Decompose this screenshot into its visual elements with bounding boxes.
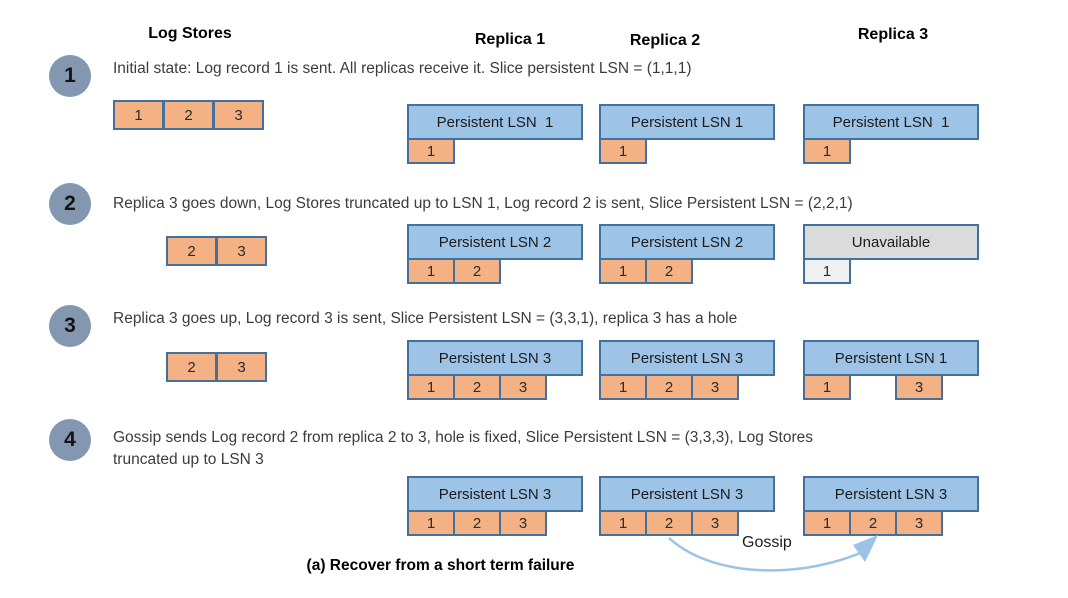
log-record: 3 bbox=[499, 374, 547, 400]
column-header-replica-3: Replica 3 bbox=[857, 26, 929, 43]
log-store-cell: 2 bbox=[163, 100, 214, 130]
log-record: 1 bbox=[407, 138, 455, 164]
log-record: 1 bbox=[599, 374, 647, 400]
replica-3-unavailable-box: Unavailable bbox=[803, 224, 979, 260]
log-record: 1 bbox=[599, 138, 647, 164]
log-record-unavailable: 1 bbox=[803, 258, 851, 284]
log-store-cell: 2 bbox=[166, 236, 217, 266]
replica-1-lsn-box: Persistent LSN 1 bbox=[407, 104, 583, 140]
log-record: 1 bbox=[599, 258, 647, 284]
step-1-description: Initial state: Log record 1 is sent. All… bbox=[113, 58, 692, 80]
log-record: 3 bbox=[691, 374, 739, 400]
gossip-arrow-label: Gossip bbox=[742, 534, 792, 551]
column-header-replica-2: Replica 2 bbox=[629, 32, 701, 49]
step-4-description-line: Gossip sends Log record 2 from replica 2… bbox=[113, 429, 813, 446]
replica-3-lsn-box: Persistent LSN 1 bbox=[803, 340, 979, 376]
log-record: 1 bbox=[803, 374, 851, 400]
replica-1-lsn-box: Persistent LSN 3 bbox=[407, 476, 583, 512]
step-1-description-line: Initial state: Log record 1 is sent. All… bbox=[113, 60, 692, 77]
log-record: 3 bbox=[895, 510, 943, 536]
step-3-description-line: Replica 3 goes up, Log record 3 is sent,… bbox=[113, 310, 738, 327]
replica-1-lsn-box: Persistent LSN 2 bbox=[407, 224, 583, 260]
step-1-badge: 1 bbox=[49, 55, 91, 97]
step-2-badge: 2 bbox=[49, 183, 91, 225]
log-record: 2 bbox=[849, 510, 897, 536]
step-2-description-line: Replica 3 goes down, Log Stores truncate… bbox=[113, 195, 853, 212]
log-record: 3 bbox=[691, 510, 739, 536]
log-record: 2 bbox=[645, 258, 693, 284]
step-4-badge: 4 bbox=[49, 419, 91, 461]
log-record: 3 bbox=[499, 510, 547, 536]
log-record: 2 bbox=[453, 258, 501, 284]
log-record: 2 bbox=[453, 510, 501, 536]
step-2-description: Replica 3 goes down, Log Stores truncate… bbox=[113, 193, 853, 215]
log-record: 1 bbox=[599, 510, 647, 536]
log-record: 1 bbox=[407, 374, 455, 400]
replica-1-lsn-box: Persistent LSN 3 bbox=[407, 340, 583, 376]
log-record: 2 bbox=[645, 510, 693, 536]
log-store-cell: 1 bbox=[113, 100, 164, 130]
column-header-log-stores: Log Stores bbox=[148, 25, 232, 42]
log-record: 3 bbox=[895, 374, 943, 400]
figure-caption: (a) Recover from a short term failure bbox=[306, 557, 575, 574]
log-store-cell: 3 bbox=[216, 352, 267, 382]
replica-3-lsn-box: Persistent LSN 1 bbox=[803, 104, 979, 140]
replica-3-lsn-box: Persistent LSN 3 bbox=[803, 476, 979, 512]
replica-2-lsn-box: Persistent LSN 1 bbox=[599, 104, 775, 140]
log-store-cell: 3 bbox=[213, 100, 264, 130]
step-4-description: Gossip sends Log record 2 from replica 2… bbox=[113, 427, 813, 471]
step-3-description: Replica 3 goes up, Log record 3 is sent,… bbox=[113, 308, 737, 330]
step-4-description-line: truncated up to LSN 3 bbox=[113, 451, 264, 468]
log-store-cell: 2 bbox=[166, 352, 217, 382]
gossip-arrow bbox=[668, 535, 878, 572]
log-store-cell: 3 bbox=[216, 236, 267, 266]
replica-2-lsn-box: Persistent LSN 2 bbox=[599, 224, 775, 260]
column-header-replica-1: Replica 1 bbox=[474, 31, 546, 48]
log-record: 1 bbox=[407, 510, 455, 536]
step-3-badge: 3 bbox=[49, 305, 91, 347]
log-record: 2 bbox=[453, 374, 501, 400]
replica-2-lsn-box: Persistent LSN 3 bbox=[599, 476, 775, 512]
replica-2-lsn-box: Persistent LSN 3 bbox=[599, 340, 775, 376]
log-record: 1 bbox=[407, 258, 455, 284]
log-record: 1 bbox=[803, 138, 851, 164]
log-record: 2 bbox=[645, 374, 693, 400]
